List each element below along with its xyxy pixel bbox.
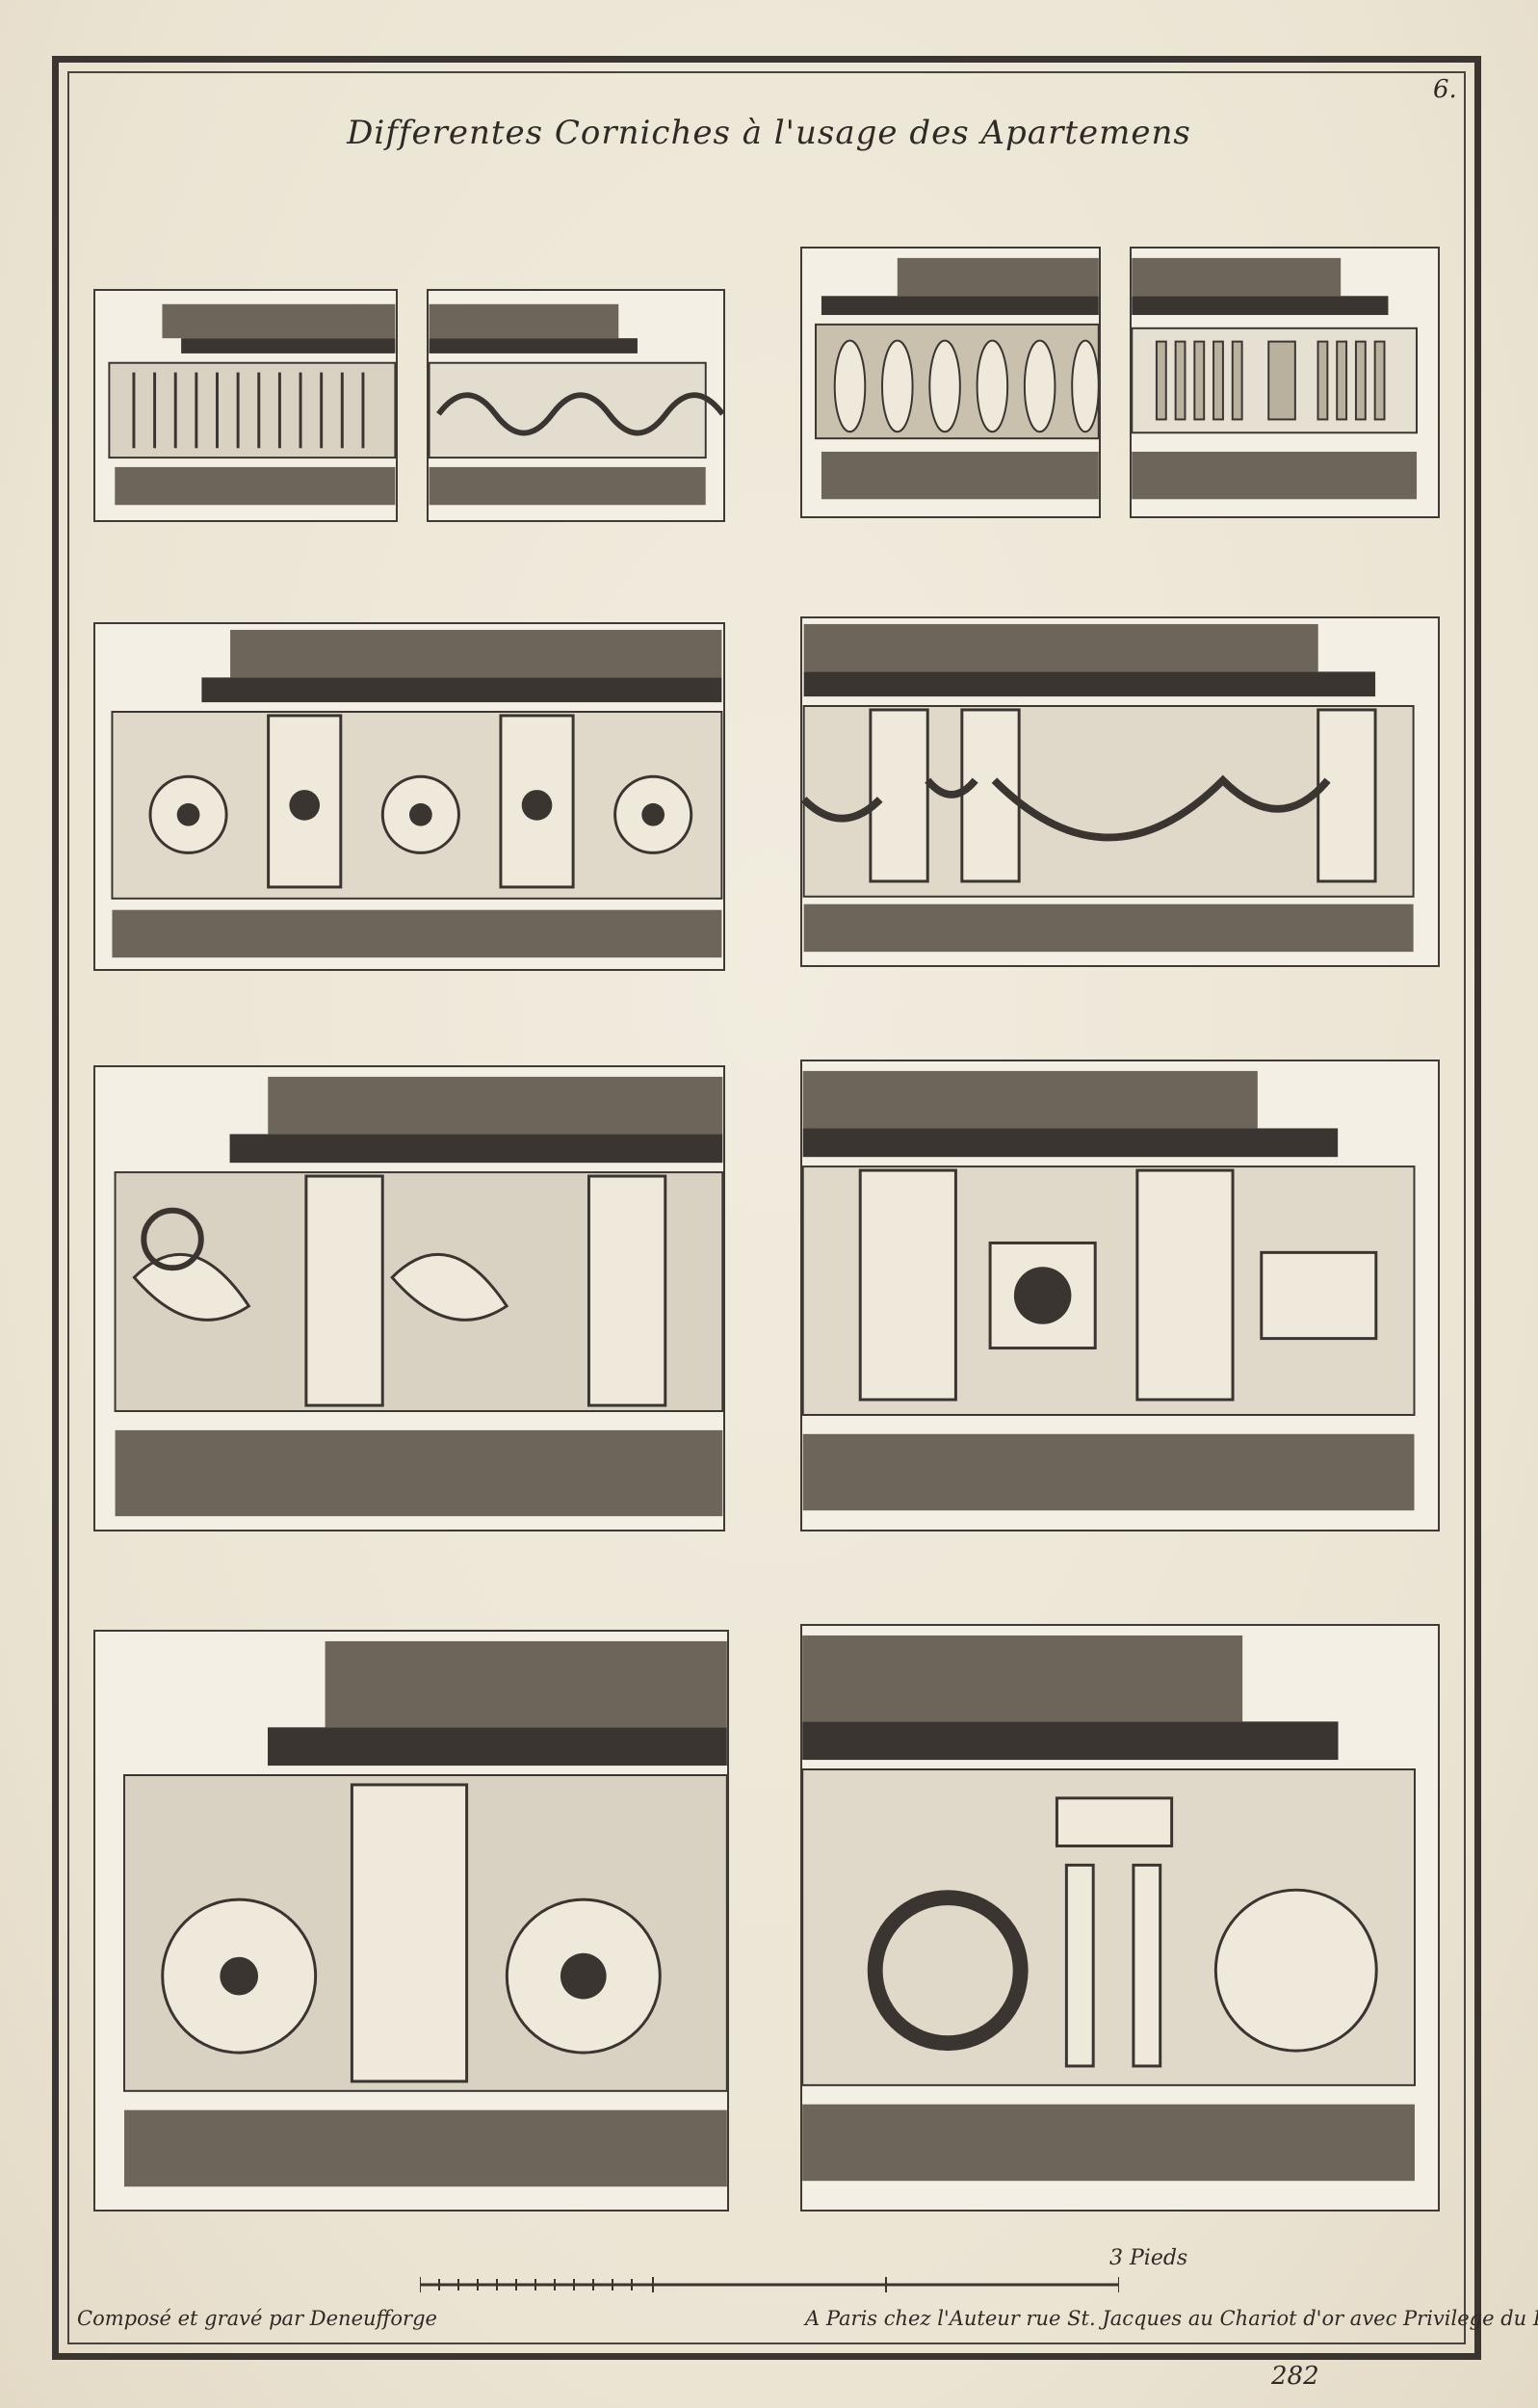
rosette-drapery-cornice-drawing [802,1070,1416,1511]
scroll-trophy-cornice-drawing [122,1640,727,2187]
cornice-panel-1d [1130,247,1440,518]
acanthus-cornice-drawing [815,257,1099,500]
cornice-panel-1c [800,247,1101,518]
page-number: 282 [1271,2362,1319,2391]
rosette-console-cornice-drawing [111,629,723,958]
cornice-panel-1a [93,289,398,522]
scale-bar [420,2277,1119,2292]
cornice-panel-4a [93,1630,729,2212]
cornice-panel-2a [93,622,725,971]
inner-border [67,71,1466,2344]
engraver-credit: Composé et gravé par Deneufforge [77,2307,437,2330]
cornice-panel-3b [800,1060,1440,1531]
garland-console-cornice-drawing [802,623,1415,953]
cornice-panel-1b [427,289,725,522]
cornice-panel-2b [800,616,1440,967]
plate-number: 6. [1433,75,1457,104]
outer-border [52,56,1481,2360]
leaf-frieze-cornice-drawing [108,303,396,506]
wreath-medallion-cornice-drawing [802,1635,1416,2182]
publisher-credit: A Paris chez l'Auteur rue St. Jacques au… [805,2307,1538,2330]
plate-title: Differentes Corniches à l'usage des Apar… [347,114,1191,152]
cornice-panel-4b [800,1624,1440,2212]
scale-label: 3 Pieds [1109,2246,1188,2270]
fluted-cornice-drawing [1132,257,1419,500]
acanthus-bracket-cornice-drawing [114,1076,723,1517]
wave-scroll-cornice-drawing [429,303,723,506]
cornice-panel-3a [93,1065,725,1531]
